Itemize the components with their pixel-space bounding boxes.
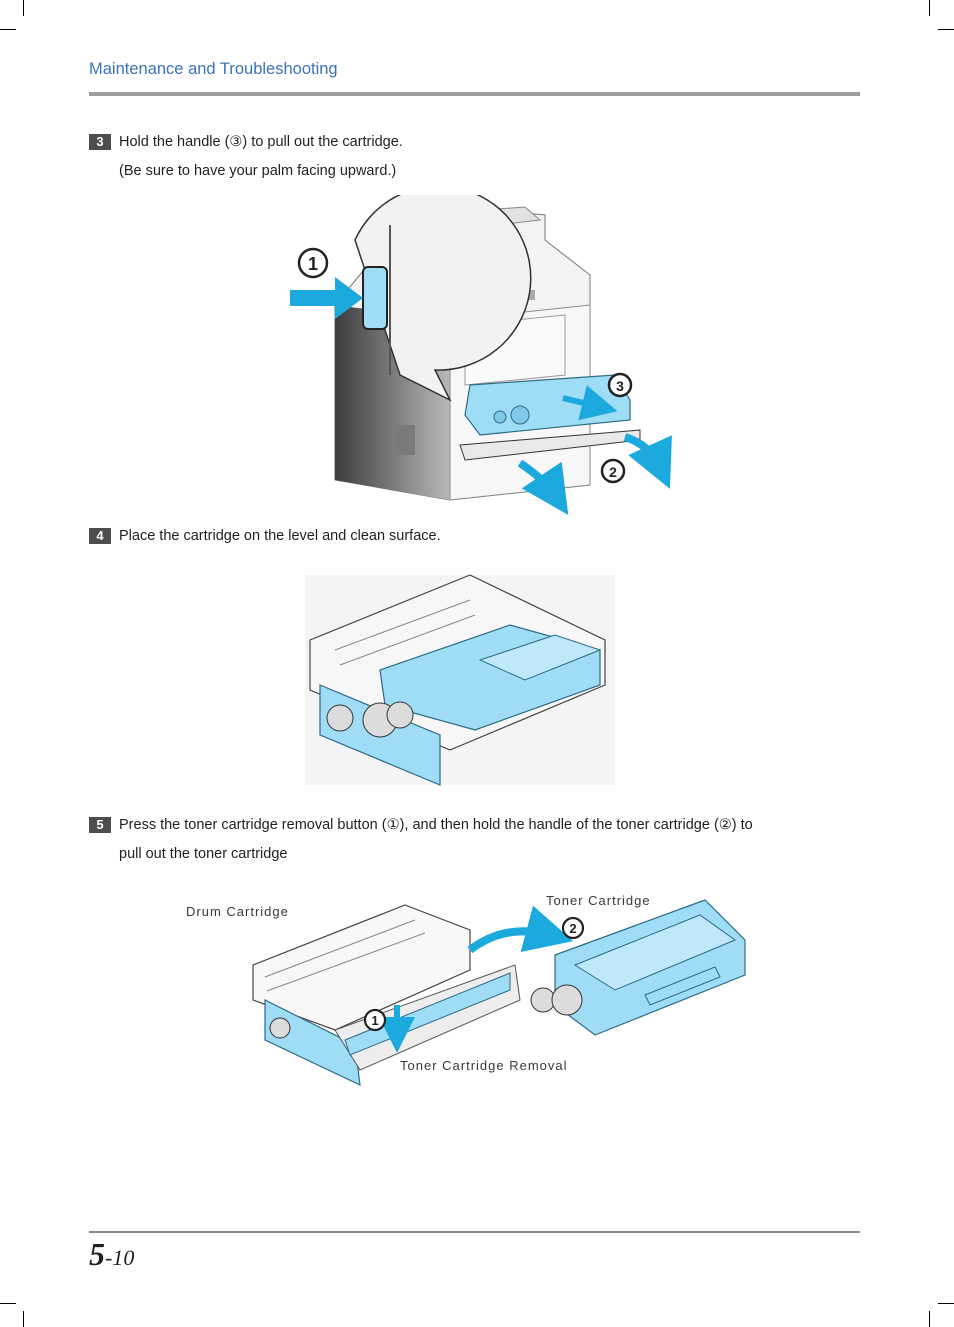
step-text-line: Press the toner cartridge removal button… (119, 817, 753, 833)
callout-1: 1 (297, 247, 329, 279)
step-number-badge: 4 (89, 528, 111, 544)
callout-3: 3 (607, 372, 633, 398)
cartridge-figure (305, 574, 615, 786)
drum-cartridge-label: Drum Cartridge (186, 904, 289, 919)
toner-cartridge-label: Toner Cartridge (546, 893, 651, 908)
chapter-number: 5 (89, 1236, 105, 1272)
svg-text:2: 2 (609, 464, 617, 480)
header-divider (89, 92, 860, 96)
step-number-badge: 5 (89, 817, 111, 833)
toner-removal-figure: 1 2 (252, 899, 746, 1087)
crop-mark (23, 0, 24, 16)
crop-mark (23, 1311, 24, 1327)
toner-cartridge-removal-label: Toner Cartridge Removal (400, 1058, 568, 1073)
crop-mark (938, 29, 954, 30)
callout-2: 2 (561, 916, 585, 940)
step-4: 4 Place the cartridge on the level and c… (89, 522, 849, 551)
step-text-line: (Be sure to have your palm facing upward… (119, 163, 397, 179)
svg-text:1: 1 (371, 1013, 378, 1028)
svg-text:2: 2 (569, 921, 576, 936)
crop-mark (0, 1303, 16, 1304)
svg-text:1: 1 (308, 254, 318, 274)
svg-text:3: 3 (616, 378, 624, 394)
step-text-line: pull out the toner cartridge (119, 846, 288, 862)
crop-mark (929, 0, 930, 16)
crop-mark (0, 29, 16, 30)
crop-mark (938, 1303, 954, 1304)
printer-cartridge-figure: 1 3 2 (290, 195, 672, 515)
callout-1: 1 (363, 1008, 387, 1032)
section-title: Maintenance and Troubleshooting (89, 60, 338, 78)
page-number-value: -10 (105, 1245, 135, 1270)
step-number-badge: 3 (89, 134, 111, 150)
step-5: 5 Press the toner cartridge removal butt… (89, 811, 849, 869)
footer-divider (89, 1231, 860, 1233)
callout-2: 2 (600, 458, 626, 484)
crop-mark (929, 1311, 930, 1327)
step-text-line: Hold the handle (③) to pull out the cart… (119, 134, 403, 150)
step-3: 3 Hold the handle (③) to pull out the ca… (89, 128, 849, 186)
page-number: 5-10 (89, 1236, 134, 1273)
step-text-line: Place the cartridge on the level and cle… (119, 528, 441, 544)
